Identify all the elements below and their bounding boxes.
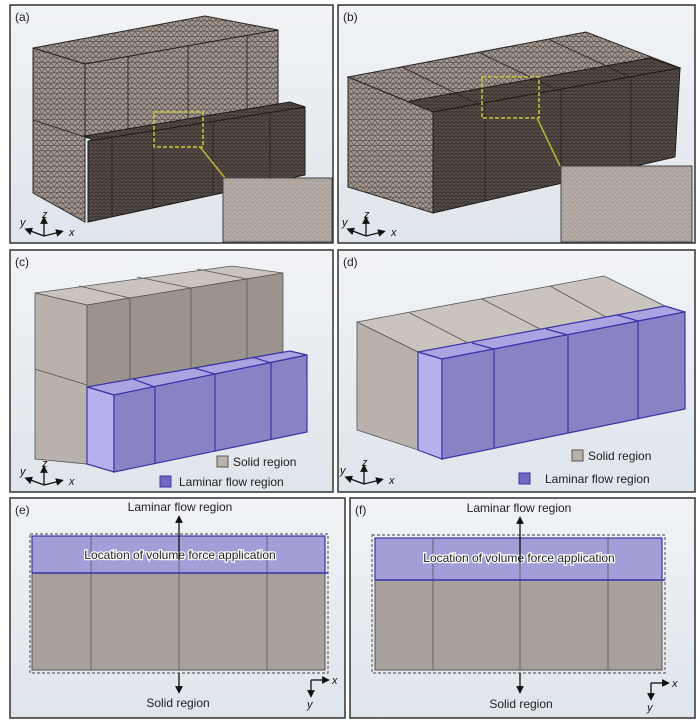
solid-region-label: Solid region [146,696,209,710]
mesh-model-b [346,31,682,214]
axis-x-label: x [331,675,338,687]
axis-y-label: y [339,465,347,477]
panel-b: (b) z y x [337,4,696,244]
axis-x-label: x [68,227,75,239]
axis-z-label: z [41,209,48,221]
zoom-inset [560,165,693,243]
legend-solid-label: Solid region [233,455,296,469]
legend-solid-label: Solid region [588,449,651,463]
axis-x-label: x [671,678,678,690]
legend-d: Solid region Laminar flow region [518,449,651,486]
panel-f: (f) Location of volume force application… [349,497,696,719]
back-block-left-face [32,47,86,223]
solid-region-label: Solid region [489,697,552,711]
laminar-flow-label: Laminar flow region [128,500,233,514]
panel-f-label: (f) [355,503,366,517]
laminar-flow-region-block [86,350,308,473]
axis-z-label: z [361,457,368,469]
axis-y-label: y [646,702,654,714]
panel-d-label: (d) [343,255,358,269]
panel-d: (d) Solid region Laminar flow region z y… [337,249,696,493]
laminar-flow-label: Laminar flow region [467,501,572,515]
zoom-inset [222,177,333,243]
legend-c: Solid region Laminar flow region [159,455,296,489]
panel-e-label: (e) [15,503,30,517]
legend-laminar-label: Laminar flow region [545,472,650,486]
zoom-highlight-box [481,76,540,119]
flow-front-face [432,67,681,214]
force-location-label: Location of volume force application [84,548,275,562]
axis-y-label: y [306,699,314,711]
axis-x-label: x [68,476,75,488]
solid-region-area [374,579,663,671]
axis-triad-2d [647,679,670,701]
solid-region-swatch-icon [571,449,584,462]
zoom-highlight-box [153,111,204,148]
solid-region-block [34,265,284,465]
panel-a-label: (a) [15,10,30,24]
panel-c-label: (c) [15,255,29,269]
axis-y-label: y [341,217,349,229]
flow-block-front-face [87,106,306,223]
axis-y-label: y [19,466,27,478]
mesh-model-a [32,15,306,223]
panel-b-label: (b) [343,10,358,24]
force-location-label: Location of volume force application [423,551,614,565]
axis-z-label: z [41,458,48,470]
panel-e: (e) Location of volume force application… [9,497,346,719]
legend-laminar-label: Laminar flow region [179,475,284,489]
panel-a: (a) z y x [9,4,334,244]
solid-region-area [31,572,326,671]
panel-c: (c) Solid region Laminar flow region z y… [9,249,334,493]
axis-x-label: x [388,475,395,487]
laminar-flow-swatch-icon [518,472,531,485]
solid-region-swatch-icon [216,455,229,468]
laminar-flow-swatch-icon [159,475,172,488]
axis-x-label: x [390,227,397,239]
axis-y-label: y [19,217,27,229]
axis-z-label: z [363,209,370,221]
laminar-flow-region-block [417,305,686,460]
axis-triad-2d [307,676,330,698]
